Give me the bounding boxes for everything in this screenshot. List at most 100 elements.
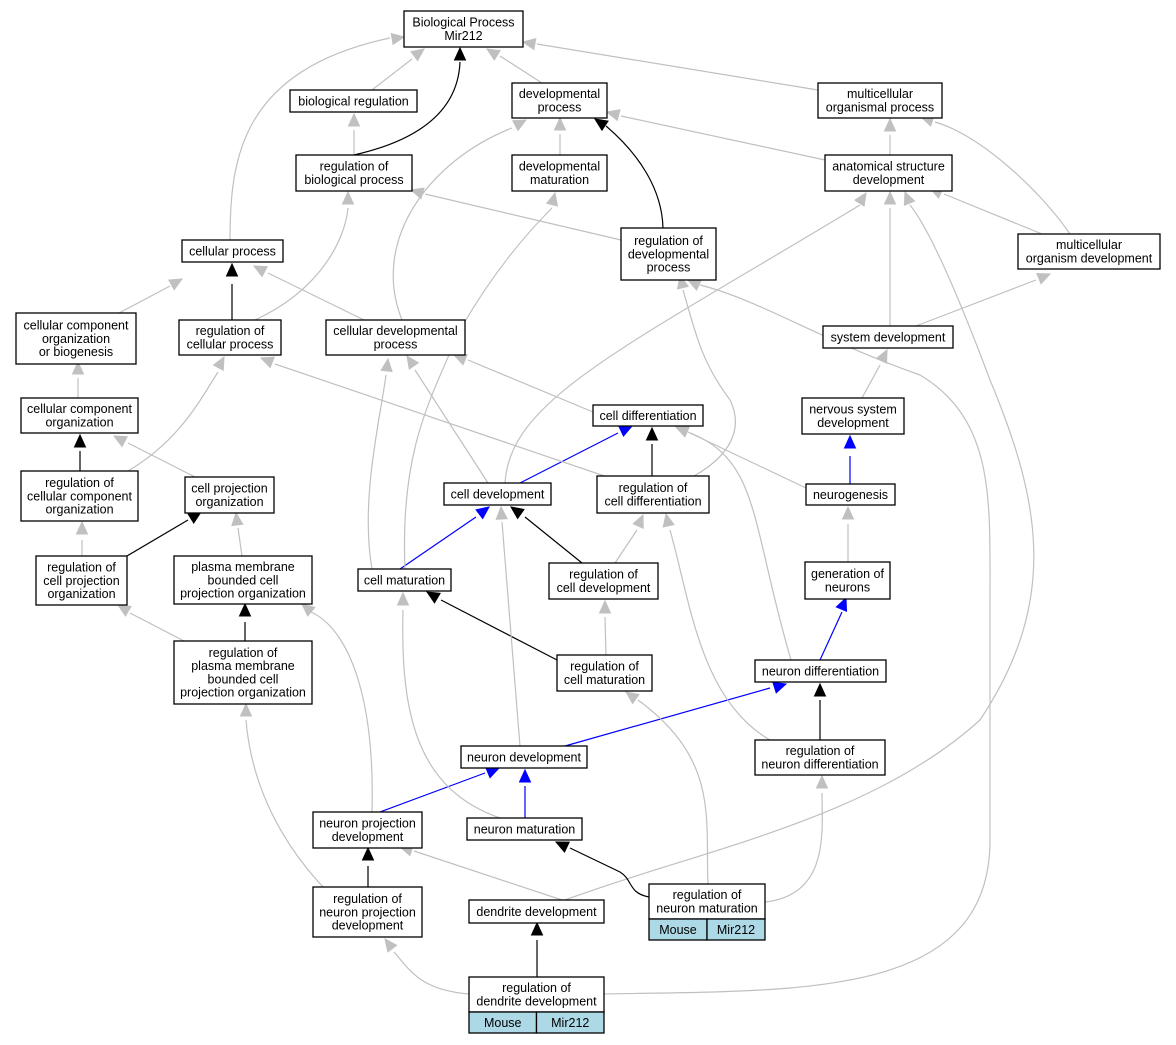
edge-arrowhead bbox=[406, 355, 420, 370]
edge-arrowhead bbox=[396, 591, 410, 606]
node-label: developmental bbox=[628, 247, 709, 261]
graph-edge bbox=[367, 357, 393, 570]
edge-arrowhead bbox=[73, 433, 87, 448]
annotation-tag-label: Mouse bbox=[484, 1016, 522, 1030]
go-term-node-neuron-differentiation[interactable]: neuron differentiation bbox=[754, 659, 887, 683]
node-label: organization bbox=[195, 495, 263, 509]
node-box bbox=[620, 227, 717, 281]
go-term-node-system-development[interactable]: system development bbox=[822, 325, 954, 349]
node-label: regulation of bbox=[634, 234, 703, 248]
graph-edge bbox=[361, 846, 375, 887]
graph-edge bbox=[229, 32, 406, 241]
go-term-node-neuron-maturation[interactable]: neuron maturation bbox=[466, 817, 583, 841]
graph-edge bbox=[371, 48, 425, 91]
graph-edge bbox=[495, 505, 521, 747]
graph-edge bbox=[928, 187, 1043, 235]
edge-arrowhead bbox=[815, 774, 829, 789]
graph-edge bbox=[519, 425, 634, 484]
node-label: plasma membrane bbox=[191, 560, 295, 574]
graph-edge bbox=[510, 506, 583, 564]
go-term-node-neurogenesis[interactable]: neurogenesis bbox=[805, 483, 896, 506]
node-label: or biogenesis bbox=[39, 345, 113, 359]
go-term-node-biological-regulation[interactable]: biological regulation bbox=[289, 89, 418, 113]
go-term-node-dendrite-development[interactable]: dendrite development bbox=[468, 899, 605, 924]
node-label: regulation of bbox=[333, 892, 402, 906]
node-box bbox=[466, 817, 583, 841]
edge-arrowhead bbox=[238, 602, 252, 617]
edge-arrowhead bbox=[545, 191, 559, 207]
edge-arrowhead bbox=[521, 38, 537, 51]
node-label: organization bbox=[45, 415, 113, 429]
edge-line bbox=[274, 363, 626, 484]
node-label: maturation bbox=[530, 173, 589, 187]
edge-line bbox=[245, 719, 324, 888]
node-label: organismal process bbox=[826, 100, 934, 114]
graph-edge bbox=[252, 265, 365, 321]
edge-line bbox=[943, 193, 1043, 235]
node-box bbox=[754, 659, 887, 683]
graph-edge bbox=[254, 190, 355, 321]
graph-edge bbox=[398, 844, 563, 901]
edge-arrowhead bbox=[625, 691, 640, 705]
node-label: cellular process bbox=[187, 337, 274, 351]
go-term-node-cell-development[interactable]: cell development bbox=[443, 482, 552, 506]
graph-edge bbox=[238, 602, 252, 641]
node-box bbox=[312, 811, 423, 849]
node-label: dendrite development bbox=[476, 905, 597, 919]
go-term-node-cell-differentiation[interactable]: cell differentiation bbox=[592, 404, 704, 427]
edge-arrowhead bbox=[361, 846, 375, 861]
edge-line bbox=[392, 127, 513, 321]
go-term-node-cellular-process[interactable]: cellular process bbox=[181, 239, 284, 263]
go-term-node-cell-maturation[interactable]: cell maturation bbox=[357, 568, 452, 592]
edge-line bbox=[620, 115, 826, 161]
edge-line bbox=[367, 374, 387, 570]
edge-arrowhead bbox=[518, 768, 532, 783]
graph-edge bbox=[399, 506, 490, 570]
node-label: regulation of bbox=[502, 981, 571, 995]
edge-arrowhead bbox=[187, 511, 203, 524]
node-box bbox=[804, 561, 891, 600]
node-box bbox=[403, 10, 524, 48]
node-box bbox=[173, 555, 313, 605]
graph-edges bbox=[71, 32, 1071, 995]
node-box bbox=[592, 404, 704, 427]
edge-arrowhead bbox=[75, 520, 89, 535]
edge-line bbox=[127, 371, 219, 472]
edge-line bbox=[519, 432, 619, 484]
node-label: neuron projection bbox=[319, 817, 416, 831]
node-label: cell projection bbox=[191, 482, 267, 496]
edge-line bbox=[126, 519, 189, 557]
node-label: cellular process bbox=[189, 244, 276, 258]
node-label: neurogenesis bbox=[813, 488, 888, 502]
node-label: anatomical structure bbox=[832, 160, 945, 174]
node-box bbox=[548, 562, 659, 600]
go-term-node-neuron-development[interactable]: neuron development bbox=[460, 745, 588, 769]
